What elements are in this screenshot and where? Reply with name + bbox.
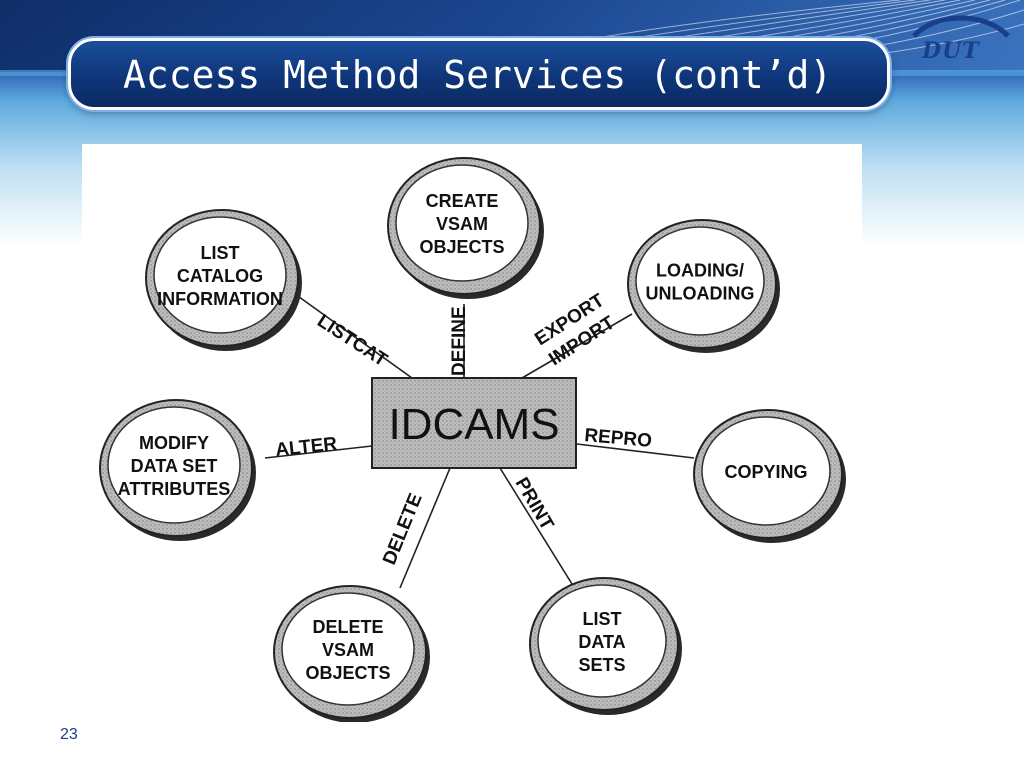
node-label-line: LIST [583, 609, 622, 629]
connector-export-import [521, 313, 633, 379]
node-label-line: LOADING/ [656, 261, 744, 281]
node-label-line: INFORMATION [157, 289, 283, 309]
node-face [701, 416, 831, 526]
command-label-print: PRINT [511, 474, 558, 534]
nodes-layer: CREATE VSAM OBJECTS LOADING/UNLOADING COPYIN… [99, 157, 846, 722]
node-label-line: UNLOADING [646, 284, 755, 304]
connector-lines [264, 293, 695, 589]
connector-delete [399, 467, 451, 589]
slide-title: Access Method Services (cont’d) [123, 53, 833, 97]
node-create-vsam-objects: CREATE VSAM OBJECTS [387, 157, 544, 299]
node-label-line: DATA [578, 632, 625, 652]
connector-listcat [294, 293, 413, 379]
node-label-line: OBJECTS [305, 663, 390, 683]
node-delete-vsam-objects: DELETE VSAM OBJECTS [273, 585, 430, 722]
page-number: 23 [60, 726, 78, 743]
idcams-label: IDCAMS [388, 400, 559, 449]
node-label-line: LIST [201, 243, 240, 263]
node-label-line: VSAM [322, 640, 374, 660]
command-label-delete: DELETE [379, 491, 427, 568]
connector-print [499, 467, 573, 585]
node-label-line: CATALOG [177, 266, 263, 286]
node-face [153, 216, 287, 334]
node-list-catalog-information: LIST CATALOG INFORMATION [145, 209, 302, 351]
node-loading-unloading: LOADING/UNLOADING [627, 219, 780, 353]
node-face [107, 406, 241, 524]
dut-logo: DUT [908, 10, 1014, 70]
connector-repro [576, 443, 695, 459]
node-label-line: DATA SET [131, 456, 218, 476]
node-label-line: MODIFY [139, 433, 209, 453]
idcams-box: IDCAMS [371, 377, 577, 469]
node-modify-data-set-attributes: MODIFY DATA SET ATTRIBUTES [99, 399, 256, 541]
node-label-line: OBJECTS [419, 237, 504, 257]
node-label-line: DELETE [312, 617, 383, 637]
node-list-data-sets: LIST DATA SETS [529, 577, 682, 715]
node-label-line: COPYING [724, 462, 807, 482]
idcams-diagram-svg: IDCAMS CREATE VSAM OBJECTS LOADING/UNLOADIN… [99, 157, 846, 722]
node-label-line: CREATE [426, 191, 499, 211]
command-label-listcat: LISTCAT [313, 311, 391, 372]
node-copying: COPYING [693, 409, 846, 543]
command-label-repro: REPRO [584, 425, 653, 452]
node-label-line: ATTRIBUTES [118, 479, 231, 499]
title-banner: Access Method Services (cont’d) [68, 38, 890, 110]
node-label-line: VSAM [436, 214, 488, 234]
idcams-diagram: IDCAMS CREATE VSAM OBJECTS LOADING/UNLOADIN… [82, 144, 862, 722]
logo-arc-icon [912, 15, 1010, 38]
node-face [537, 584, 667, 698]
node-label-line: SETS [578, 655, 625, 675]
command-label-alter: ALTER [274, 434, 338, 461]
node-face [281, 592, 415, 706]
node-face [635, 226, 765, 336]
node-face [395, 164, 529, 282]
logo-text: DUT [922, 38, 980, 64]
connector-alter [264, 445, 373, 459]
command-label-define: DEFINE [449, 306, 470, 376]
